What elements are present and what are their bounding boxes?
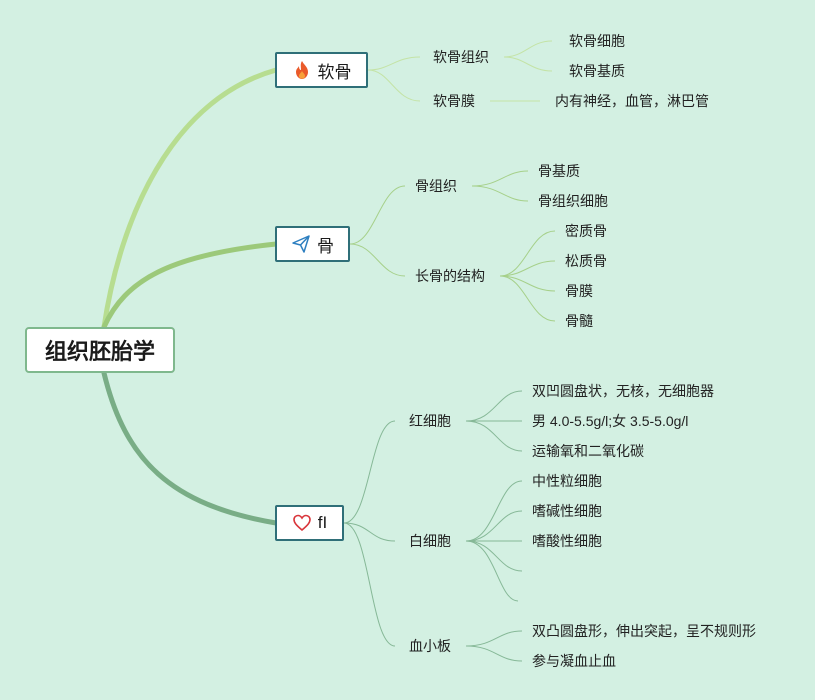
- branch-node-bone[interactable]: 骨: [275, 226, 350, 262]
- node-cartilage-tissue[interactable]: 软骨组织: [433, 49, 489, 65]
- leaf-cartilage-matrix[interactable]: 软骨基质: [569, 63, 625, 79]
- node-long-bone-structure[interactable]: 长骨的结构: [415, 268, 485, 284]
- leaf-perichondrium-content[interactable]: 内有神经，血管，淋巴管: [555, 93, 709, 109]
- leaf-periosteum[interactable]: 骨膜: [565, 283, 593, 299]
- leaf-bone-matrix[interactable]: 骨基质: [538, 163, 580, 179]
- paper-plane-icon: [291, 234, 311, 254]
- root-label: 组织胚胎学: [44, 339, 155, 364]
- leaf-eosinophil[interactable]: 嗜酸性细胞: [532, 533, 602, 549]
- leaf-rbc-function[interactable]: 运输氧和二氧化碳: [532, 443, 644, 459]
- branch-label-bone: 骨: [317, 236, 334, 256]
- connector-root-cartilage: [101, 67, 279, 330]
- node-platelet[interactable]: 血小板: [409, 638, 451, 654]
- leaf-platelet-function[interactable]: 参与凝血止血: [532, 653, 616, 669]
- leaf-chondrocyte[interactable]: 软骨细胞: [569, 33, 625, 49]
- leaf-bone-cells[interactable]: 骨组织细胞: [538, 193, 608, 209]
- branch-label-blood: fI: [317, 513, 328, 532]
- connector-root-blood: [101, 370, 279, 526]
- branch-node-blood[interactable]: fI: [275, 505, 344, 541]
- branch-label-cartilage: 软骨: [317, 62, 352, 82]
- fire-icon: [292, 60, 312, 80]
- node-bone-tissue[interactable]: 骨组织: [415, 178, 457, 194]
- leaf-bone-marrow[interactable]: 骨髓: [565, 313, 593, 329]
- leaf-neutrophil[interactable]: 中性粒细胞: [532, 473, 602, 489]
- leaf-spongy-bone[interactable]: 松质骨: [565, 253, 607, 269]
- root-node[interactable]: 组织胚胎学: [25, 327, 175, 373]
- node-red-blood-cell[interactable]: 红细胞: [409, 413, 451, 429]
- leaf-rbc-values[interactable]: 男 4.0-5.5g/l;女 3.5-5.0g/l: [532, 413, 689, 429]
- leaf-compact-bone[interactable]: 密质骨: [565, 223, 607, 239]
- leaf-platelet-shape[interactable]: 双凸圆盘形，伸出突起，呈不规则形: [532, 623, 756, 639]
- leaf-rbc-shape[interactable]: 双凹圆盘状，无核，无细胞器: [532, 383, 714, 399]
- heart-icon: [292, 513, 312, 533]
- branch-node-cartilage[interactable]: 软骨: [275, 52, 368, 88]
- leaf-basophil[interactable]: 嗜碱性细胞: [532, 503, 602, 519]
- connector-root-bone: [101, 241, 279, 330]
- node-white-blood-cell[interactable]: 白细胞: [409, 533, 451, 549]
- node-perichondrium[interactable]: 软骨膜: [433, 93, 475, 109]
